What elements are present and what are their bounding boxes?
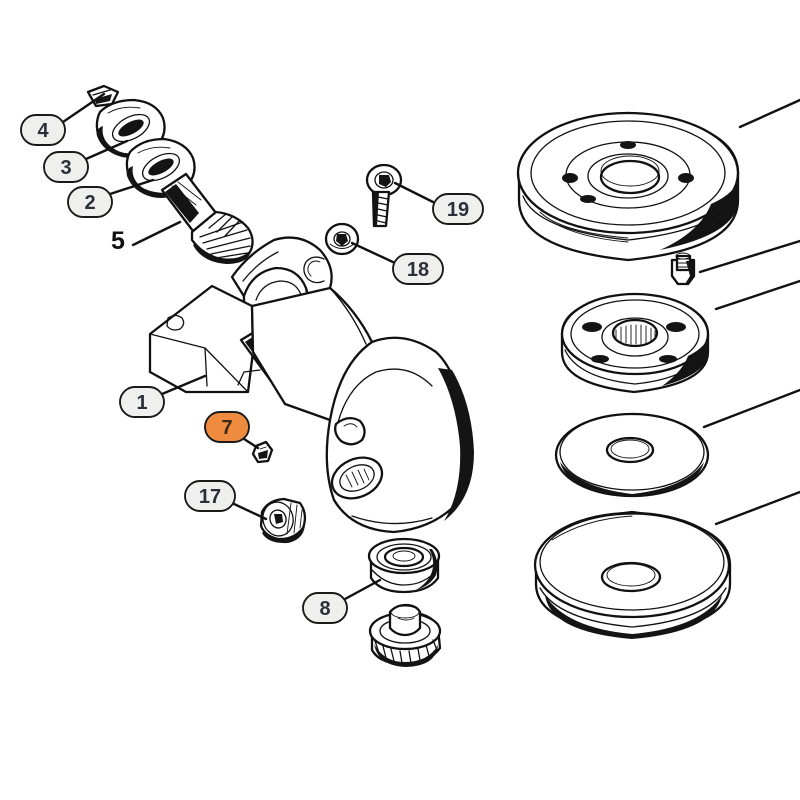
callout-18-label: 18: [407, 259, 429, 281]
leader-thrust-disc: [738, 98, 800, 129]
part-set-pin[interactable]: [251, 440, 274, 464]
leader-hub-plate: [714, 279, 800, 311]
callout-5-label: 5: [111, 227, 125, 255]
part-washer[interactable]: [324, 222, 360, 256]
callout-19[interactable]: 19: [432, 193, 484, 225]
part-grease-plug-screw[interactable]: [259, 497, 307, 544]
callout-7-label: 7: [221, 417, 232, 439]
leader-blade-plate: [714, 490, 800, 526]
callout-17-label: 17: [199, 486, 221, 508]
callout-1[interactable]: 1: [119, 386, 165, 418]
part-upper-washer-plate[interactable]: [554, 412, 710, 498]
leader-5: [131, 220, 182, 247]
part-thrust-disc[interactable]: [516, 111, 740, 262]
gear-teeth: [374, 639, 438, 664]
housing-grease-port: [330, 416, 384, 500]
housing-c-mark-upper: [303, 256, 325, 284]
leader-washer-plate: [702, 388, 800, 429]
callout-1-label: 1: [136, 392, 147, 414]
callout-2-label: 2: [84, 192, 95, 214]
part-crown-bevel-gear[interactable]: [368, 603, 442, 667]
leader-hex-screw: [698, 239, 800, 274]
callout-8-label: 8: [319, 598, 330, 620]
callout-19-label: 19: [447, 199, 469, 221]
spline-teeth: [615, 324, 656, 345]
callouts-layer: 4 3 2 5 1 7 17 8: [20, 114, 484, 624]
part-hex-screw[interactable]: [670, 252, 696, 286]
leader-2: [108, 178, 155, 196]
part-lower-blade-plate[interactable]: [533, 510, 732, 639]
part-gear-head-housing[interactable]: [148, 236, 474, 534]
callout-8[interactable]: 8: [302, 592, 348, 624]
callout-7[interactable]: 7: [204, 411, 250, 443]
leader-1: [160, 374, 207, 396]
part-pinion-shaft-bevel-gear[interactable]: [160, 172, 254, 264]
part-grooved-ball-bearing[interactable]: [367, 537, 441, 594]
leader-8: [343, 578, 382, 601]
leader-19: [393, 181, 437, 205]
leader-lines: [61, 92, 800, 601]
callout-3[interactable]: 3: [43, 151, 89, 183]
leader-18: [350, 241, 397, 265]
part-splined-hub-plate[interactable]: [560, 292, 710, 394]
leader-3: [84, 139, 129, 161]
leader-17: [230, 501, 268, 521]
callout-4[interactable]: 4: [20, 114, 66, 146]
part-spline-screw[interactable]: [365, 163, 403, 228]
leader-4: [61, 92, 106, 124]
callout-17[interactable]: 17: [184, 480, 236, 512]
callout-18[interactable]: 18: [392, 253, 444, 285]
callout-4-label: 4: [37, 120, 49, 142]
callout-2[interactable]: 2: [67, 186, 113, 218]
callout-5[interactable]: 5: [111, 227, 125, 255]
callout-3-label: 3: [60, 157, 71, 179]
